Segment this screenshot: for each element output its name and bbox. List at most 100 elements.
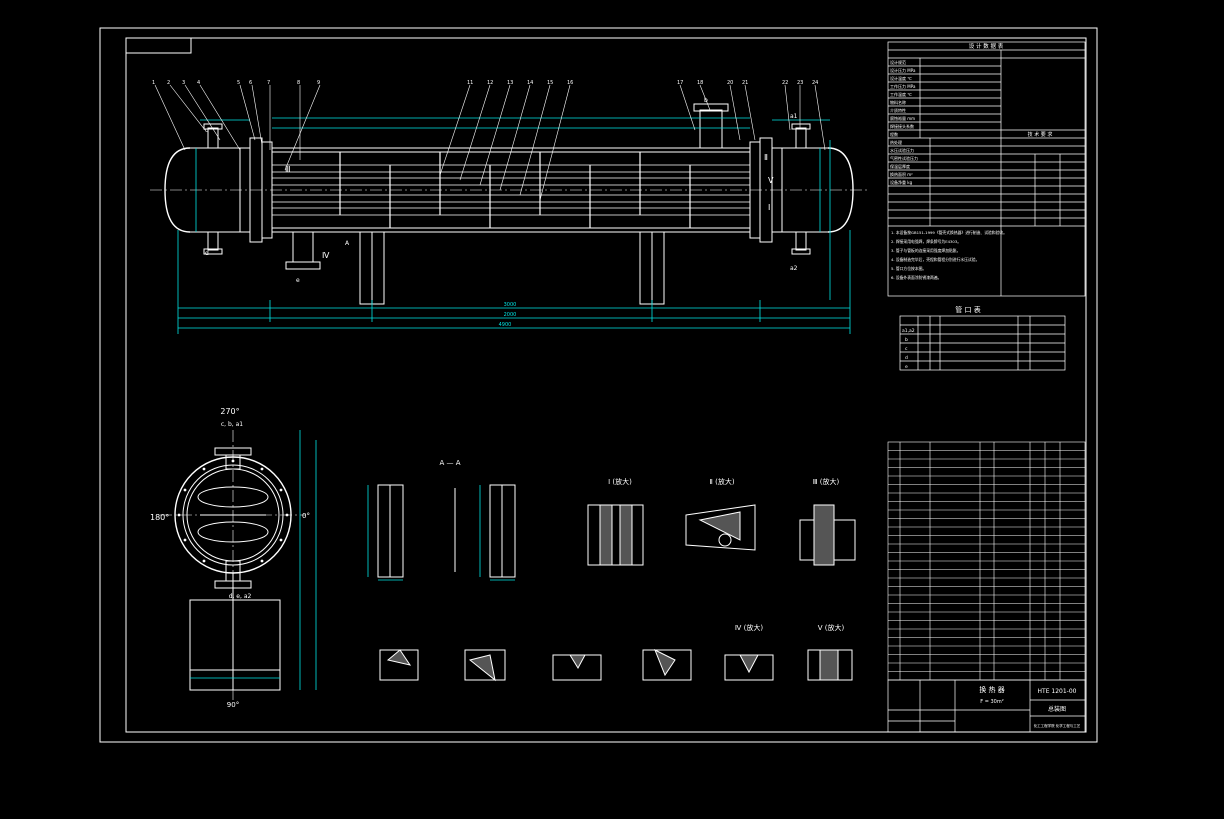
svg-text:c: c	[205, 127, 208, 134]
inner-border	[125, 37, 1087, 733]
svg-text:工作压力 MPa: 工作压力 MPa	[890, 83, 916, 89]
svg-text:物料名称: 物料名称	[890, 99, 906, 105]
svg-text:8: 8	[297, 80, 300, 86]
svg-text:Ⅳ: Ⅳ	[322, 251, 330, 260]
title-name: 换 热 器	[979, 685, 1004, 694]
svg-text:9: 9	[317, 80, 320, 86]
nozzle-top-label: c, b, a1	[221, 421, 243, 428]
detail-2-label: Ⅱ (放大)	[709, 477, 734, 486]
dim-support-span: 2000	[504, 312, 517, 318]
svg-text:4. 设备制造完毕后，壳程和管程分别进行水压试验。: 4. 设备制造完毕后，壳程和管程分别进行水压试验。	[891, 257, 979, 262]
svg-text:气密性试验压力: 气密性试验压力	[890, 155, 918, 161]
tech-notes-title: 技 术 要 求	[1028, 131, 1053, 138]
svg-text:13: 13	[507, 80, 513, 86]
tech-notes: 1. 本设备按GB151-1999《管壳式换热器》进行制造、试验和验收。 2. …	[891, 230, 1007, 280]
baffles	[339, 152, 691, 228]
detail-1	[587, 504, 644, 566]
svg-text:1: 1	[152, 80, 155, 86]
svg-text:Ⅰ: Ⅰ	[768, 203, 770, 212]
design-data-rows: 设计规范 设计压力 MPa 设计温度 ℃ 工作压力 MPa 工作温度 ℃ 物料名…	[890, 59, 918, 185]
svg-text:热处理: 热处理	[890, 139, 902, 145]
svg-text:11: 11	[467, 80, 473, 86]
title-block	[887, 679, 1086, 733]
nozzle-labels: c d a1 a2 b e Ⅲ Ⅱ Ⅴ Ⅰ Ⅳ A	[205, 97, 798, 284]
section-aa-dims	[367, 485, 515, 581]
nozzle-table-title: 管 口 表	[955, 305, 980, 314]
outer-border	[99, 27, 1098, 743]
svg-text:24: 24	[812, 80, 818, 86]
svg-text:17: 17	[677, 80, 683, 86]
svg-text:15: 15	[547, 80, 553, 86]
parts-list-rows	[888, 450, 1085, 672]
main-elevation-view	[164, 103, 854, 305]
svg-text:设计压力 MPa: 设计压力 MPa	[890, 67, 916, 73]
detail-2	[685, 504, 756, 551]
detail-3-label: Ⅲ (放大)	[813, 477, 840, 486]
detail-5-label: Ⅴ (放大)	[818, 623, 845, 632]
angle-0: 0°	[302, 512, 310, 520]
end-view-dims	[190, 430, 317, 690]
end-view-bolts	[177, 459, 289, 563]
callout-leaders	[154, 84, 826, 201]
corner-box	[125, 37, 192, 54]
svg-text:d: d	[205, 250, 209, 257]
nozzle-bottom-label: d, e, a2	[229, 593, 252, 600]
svg-text:水压试验压力: 水压试验压力	[890, 147, 914, 153]
svg-text:Ⅲ: Ⅲ	[285, 165, 291, 174]
svg-text:23: 23	[797, 80, 803, 86]
svg-text:a2: a2	[790, 265, 798, 272]
school-name: 化工工程学院 化学工程与工艺	[1034, 723, 1081, 728]
drawing-number: HTE 1201-00	[1038, 688, 1077, 695]
svg-text:12: 12	[487, 80, 493, 86]
detail-4-label: Ⅳ (放大)	[735, 623, 763, 632]
svg-text:a1: a1	[790, 113, 798, 120]
svg-text:工作温度 ℃: 工作温度 ℃	[890, 91, 912, 97]
svg-text:d: d	[905, 355, 908, 361]
svg-text:设计温度 ℃: 设计温度 ℃	[890, 75, 912, 81]
detail-1-label: Ⅰ (放大)	[608, 477, 632, 486]
svg-text:Ⅱ: Ⅱ	[764, 153, 768, 162]
svg-text:e: e	[296, 277, 300, 284]
nozzle-table	[899, 315, 1066, 371]
svg-text:6: 6	[249, 80, 252, 86]
svg-text:b: b	[704, 97, 708, 104]
weld-details	[379, 648, 853, 682]
svg-text:5. 管口方位按本图。: 5. 管口方位按本图。	[891, 266, 926, 271]
svg-text:Ⅴ: Ⅴ	[768, 176, 774, 185]
svg-text:c: c	[905, 347, 908, 352]
angle-270: 270°	[220, 407, 239, 416]
svg-text:7: 7	[267, 80, 270, 86]
svg-text:2. 焊接采用电弧焊，焊条牌号为E4303。: 2. 焊接采用电弧焊，焊条牌号为E4303。	[891, 239, 961, 244]
svg-text:21: 21	[742, 80, 748, 86]
svg-text:A: A	[345, 240, 350, 247]
design-data-table	[887, 41, 1086, 297]
svg-text:a1,a2: a1,a2	[902, 328, 915, 334]
title-area: F = 30m²	[980, 699, 1003, 705]
svg-text:18: 18	[697, 80, 703, 86]
svg-text:14: 14	[527, 80, 533, 86]
svg-text:设计规范: 设计规范	[890, 59, 906, 65]
svg-text:3. 管子与管板的连接采用强度焊加贴胀。: 3. 管子与管板的连接采用强度焊加贴胀。	[891, 248, 960, 253]
section-aa	[377, 484, 516, 578]
svg-text:5: 5	[237, 80, 240, 86]
svg-text:3: 3	[182, 80, 185, 86]
svg-text:保温层厚度: 保温层厚度	[890, 163, 910, 169]
dim-tube-length: 3000	[504, 302, 517, 308]
sheet-title: 总装图	[1048, 705, 1066, 713]
design-data-title: 设 计 数 据 表	[969, 42, 1004, 50]
svg-text:焊接接头系数: 焊接接头系数	[890, 123, 914, 129]
svg-text:e: e	[905, 365, 908, 370]
nozzle-table-rows: a1,a2 b c d e	[902, 328, 915, 370]
end-view	[160, 430, 306, 700]
svg-text:6. 设备外表面涂防锈漆两遍。: 6. 设备外表面涂防锈漆两遍。	[891, 275, 941, 280]
dim-total-length: 4900	[499, 322, 512, 328]
svg-text:2: 2	[167, 80, 170, 86]
svg-text:换热面积 m²: 换热面积 m²	[890, 171, 913, 177]
section-aa-label: A — A	[439, 459, 460, 467]
svg-text:4: 4	[197, 80, 200, 86]
svg-text:介质特性: 介质特性	[890, 107, 906, 113]
angle-180: 180°	[150, 513, 169, 522]
tube-bundle	[272, 164, 750, 216]
